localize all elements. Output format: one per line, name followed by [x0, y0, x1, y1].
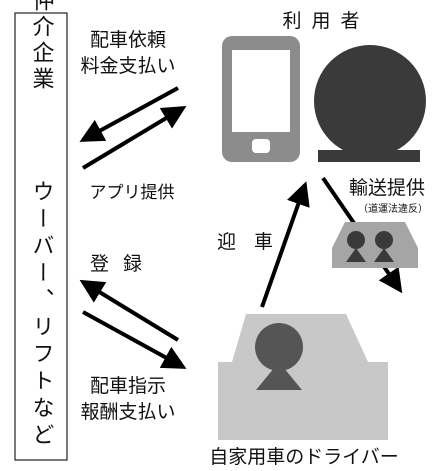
- user-label: 利 用 者: [282, 10, 361, 32]
- dispatch-payment-label-line-2: 報酬支払い: [80, 401, 175, 423]
- smartphone-icon: [222, 36, 300, 162]
- transport-label: 輸送提供: [349, 177, 425, 199]
- intermediary-label-line-2: ウーバー、リフトなど: [29, 180, 54, 450]
- intermediary-label-line-1: 仲介企業: [29, 0, 55, 93]
- dispatch-payment-label-line-1: 配車指示: [90, 375, 166, 397]
- arrow-pickup: [260, 181, 310, 308]
- arrow-dispatch-to-driver: [82, 310, 187, 369]
- pickup-label: 迎 車: [217, 231, 279, 253]
- intermediary-box: [14, 12, 68, 461]
- request-payment-label-line-2: 料金支払い: [80, 55, 175, 77]
- app-provision-label: アプリ提供: [90, 183, 175, 203]
- top-arrow-pair: [79, 86, 187, 170]
- small-car-icon: [332, 222, 418, 268]
- driver-car-icon: [218, 314, 388, 440]
- request-payment-label-line-1: 配車依頼: [90, 29, 166, 51]
- register-label: 登 録: [90, 253, 146, 275]
- user-person-icon: [314, 45, 426, 162]
- bottom-arrow-pair: [79, 279, 187, 369]
- transport-note: （道運法違反）: [358, 202, 428, 215]
- arrow-app-to-user: [81, 105, 187, 170]
- intermediary-label: 仲介企業 ウーバー、リフトなど: [29, 0, 55, 450]
- driver-label: 自家用車のドライバー: [209, 446, 399, 468]
- arrow-request-to-intermediary: [79, 86, 179, 142]
- arrow-register-to-intermediary: [79, 279, 180, 342]
